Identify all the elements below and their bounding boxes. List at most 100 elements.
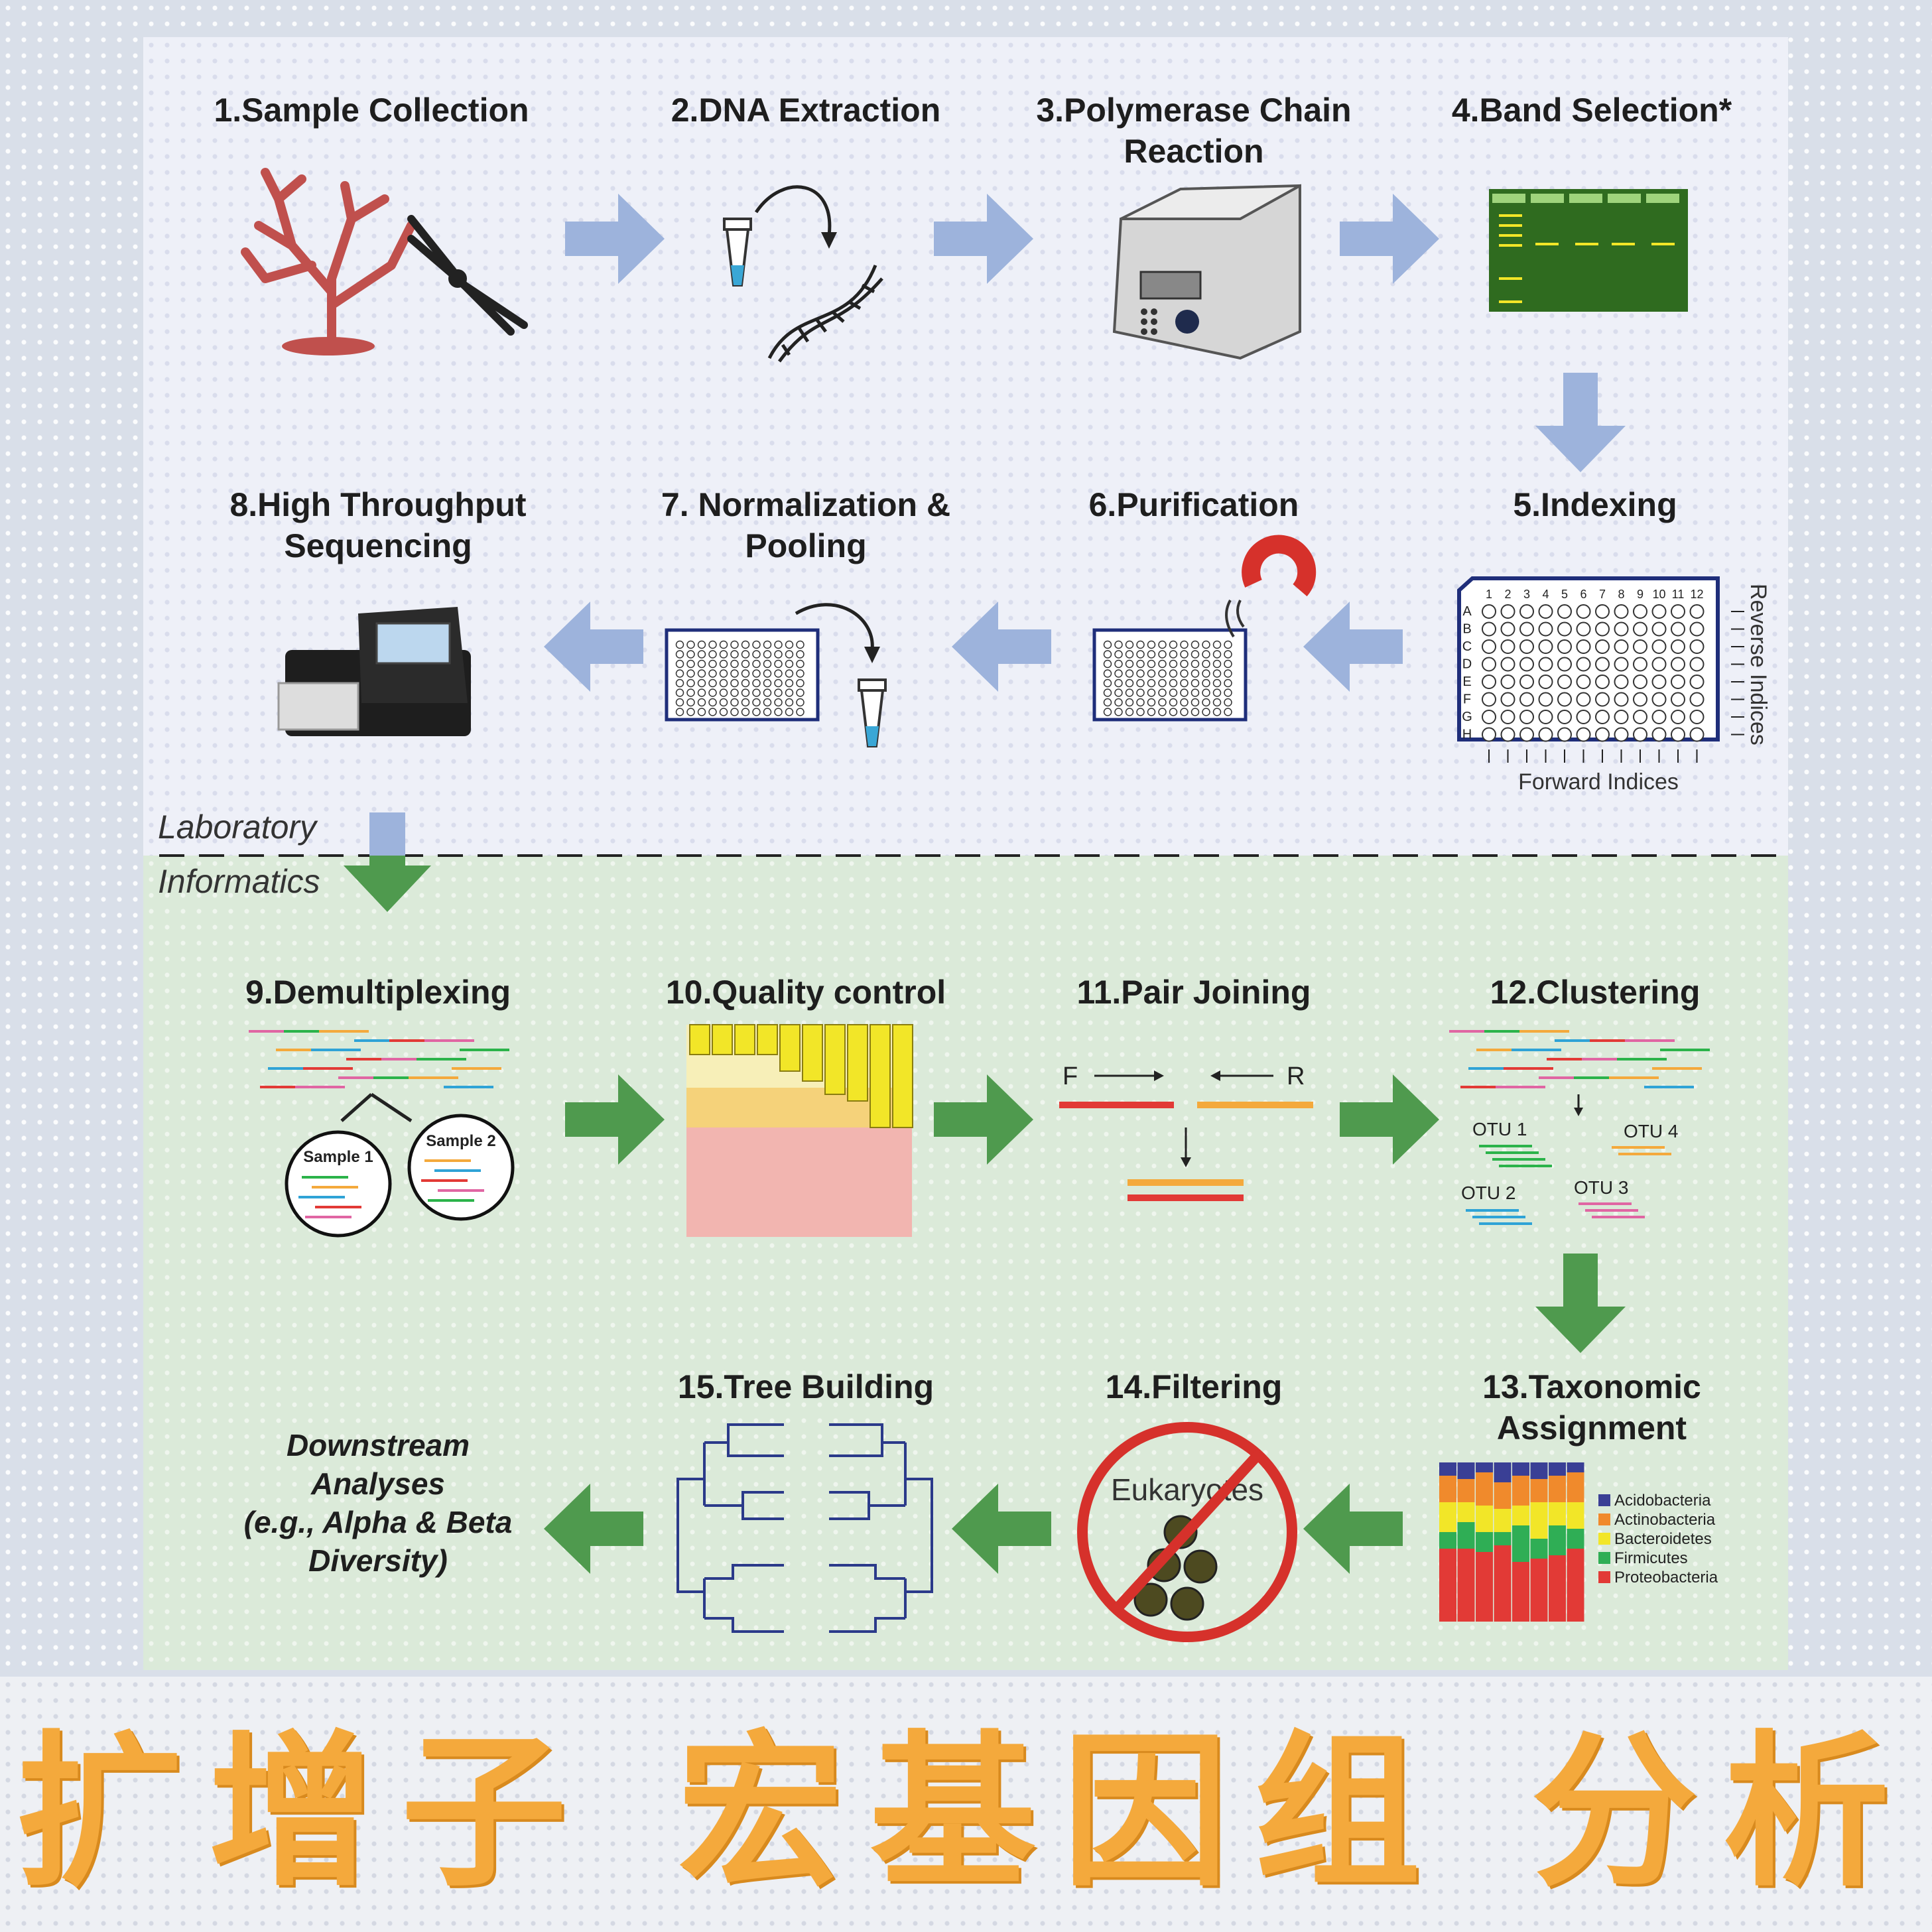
demux-split-arrows [340,1092,413,1123]
plate-well [1633,621,1647,637]
small-plate-well [686,640,695,649]
small-plate-well [785,659,794,669]
taxa-segment [1512,1462,1529,1476]
small-plate-well [708,650,717,659]
small-plate-well [741,708,750,716]
plate-row-label: A [1462,604,1472,619]
small-plate-well [1169,659,1178,669]
small-plate-well [675,669,684,678]
small-plate-well [785,640,794,649]
small-plate-well [697,708,706,716]
small-plate-well [675,640,684,649]
small-plate-well [1103,698,1112,707]
small-plate-well [730,659,739,669]
plate-row-label: G [1462,710,1472,724]
arrow-10-to-11 [934,1074,1033,1165]
qc-box [779,1024,801,1072]
small-plate-well [1147,688,1156,697]
plate-well [1614,621,1629,637]
arrow-7-to-8 [544,602,643,692]
small-plate-well [785,688,794,697]
plate-well [1519,657,1534,672]
small-plate-well [1158,698,1167,707]
plate-well [1482,692,1496,707]
small-plate-well [1180,688,1189,697]
arrow-15-to-downstream [544,1484,643,1574]
plate-well [1500,710,1515,724]
legend-label: Actinobacteria [1614,1511,1716,1529]
small-plate-well [763,669,772,678]
taxa-segment [1494,1462,1512,1482]
small-plate-well [686,678,695,688]
small-plate-well [1136,698,1145,707]
small-plate-well [1191,708,1200,716]
taxa-segment [1512,1525,1529,1562]
plate-well [1519,692,1534,707]
step-15-title: 15.Tree Building [677,1368,934,1405]
taxa-segment [1494,1482,1512,1509]
small-plate-well [763,678,772,688]
plate-well [1519,675,1534,689]
sample-1-label: Sample 1 [303,1148,373,1166]
filter-eukaryotes-icon: Eukaryotes [1077,1422,1297,1642]
plate-col-label: 5 [1561,588,1568,601]
small-plate-well [1158,669,1167,678]
plate-wells [1482,604,1705,742]
otu-1-label: OTU 1 [1472,1119,1527,1139]
plate-well [1689,639,1705,654]
small-plate-well [708,659,717,669]
small-plate-well [1158,640,1167,649]
plate-col-label: 2 [1504,588,1511,601]
small-plate-well [1147,650,1156,659]
plate-well [1595,657,1610,672]
small-plate-well [675,659,684,669]
taxa-segment [1494,1532,1512,1545]
step-6-title: 6.Purification [1088,486,1299,523]
plate-well [1614,710,1629,724]
plate-well [1614,604,1629,619]
small-plate-well [763,650,772,659]
sample-1-circle [285,1130,392,1238]
taxa-segment [1567,1549,1584,1622]
legend-label: Acidobacteria [1614,1492,1711,1510]
small-plate-well [730,669,739,678]
microtube-icon [723,218,752,287]
bottom-banner [0,1677,1932,1932]
plate-well [1633,604,1647,619]
taxa-segment [1549,1525,1566,1555]
small-plate-well [1202,688,1210,697]
taxa-segment [1549,1462,1566,1476]
plate-col-label: 8 [1618,588,1624,601]
plate-well [1519,639,1534,654]
small-plate-well [1103,708,1112,716]
pooling-curve-arrow [795,603,874,651]
extraction-curve-arrow [754,185,832,236]
small-plate-well [1103,640,1112,649]
plate-well [1671,692,1685,707]
small-plate-well [1202,659,1210,669]
forward-read-label: F [1063,1063,1078,1090]
plate-well [1538,621,1553,637]
small-plate-well [1212,669,1222,678]
small-plate-well [1180,708,1189,716]
taxa-segment [1476,1462,1493,1472]
qc-box [689,1024,710,1055]
arrow-11-to-12 [1340,1074,1439,1165]
plate-well [1614,675,1629,689]
small-plate-well [785,650,794,659]
plate-well [1576,675,1591,689]
plate-row-label: C [1462,639,1472,654]
step-1-title: 1.Sample Collection [214,92,529,129]
downstream-line3: (e.g., Alpha & Beta [243,1505,513,1539]
small-plate-well [796,669,805,678]
taxa-segment [1457,1479,1475,1502]
plate-well [1557,604,1572,619]
small-plate-well [675,678,684,688]
small-plate-well [741,678,750,688]
small-plate-well [774,708,783,716]
step-11-title: 11.Pair Joining [1076,974,1311,1011]
small-plate-well [741,659,750,669]
small-plate-well [1147,640,1156,649]
qc-box [824,1024,846,1095]
